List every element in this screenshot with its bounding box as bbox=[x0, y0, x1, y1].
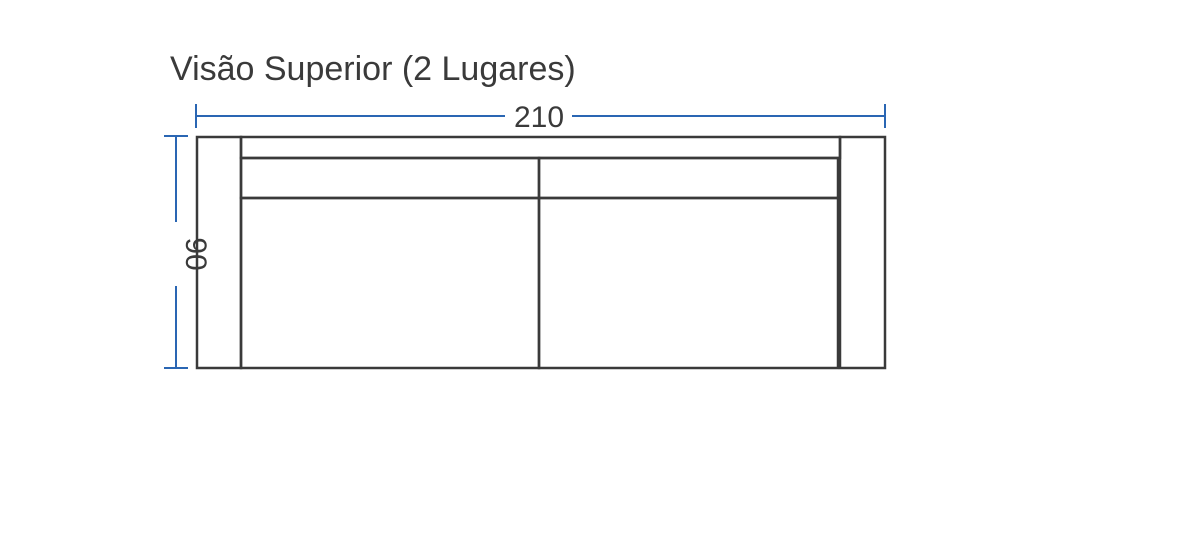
back-cushion-left bbox=[239, 156, 541, 200]
depth-dimension: 90 bbox=[164, 135, 212, 369]
seat-cushion-right bbox=[537, 196, 840, 370]
back-cushion-right bbox=[537, 156, 840, 200]
depth-dimension-label: 90 bbox=[179, 237, 212, 270]
backrest bbox=[239, 135, 842, 160]
seat-cushion-left bbox=[239, 196, 541, 370]
width-dimension-label: 210 bbox=[514, 101, 564, 134]
diagram-title: Visão Superior (2 Lugares) bbox=[170, 50, 576, 88]
sofa-outline bbox=[195, 135, 887, 370]
right-armrest bbox=[838, 135, 887, 370]
width-dimension: 210 bbox=[195, 101, 886, 134]
